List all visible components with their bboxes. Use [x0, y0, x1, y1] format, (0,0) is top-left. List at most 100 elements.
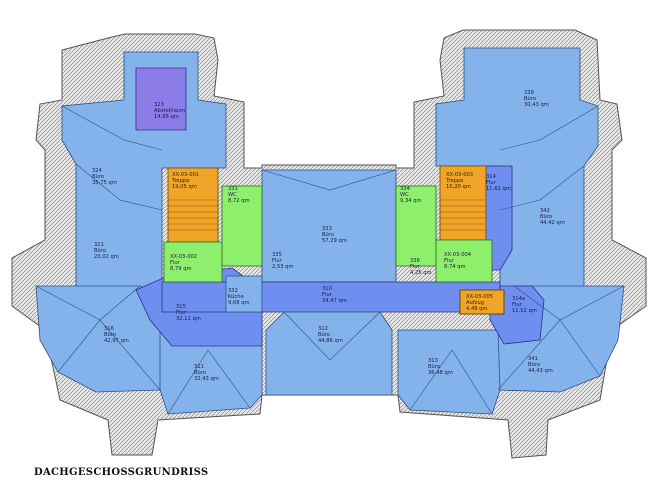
room-number: 324 — [92, 168, 103, 174]
room-name: WC — [228, 192, 237, 198]
room-area: 44,42 qm — [540, 220, 565, 226]
room-area: 2,53 qm — [272, 264, 294, 270]
room-number: 335 — [272, 252, 282, 258]
room-area — [135, 67, 187, 131]
room-name: Flur — [176, 310, 187, 316]
room-name: Treppe — [445, 178, 463, 184]
room-number: 316 — [104, 326, 114, 332]
room-name: Büro — [322, 232, 334, 238]
room-area: 32,11 qm — [176, 316, 201, 322]
room-number: XX-03-001 — [172, 172, 199, 178]
stair-area — [459, 289, 505, 315]
room-name: Treppe — [171, 178, 189, 184]
room-area: 14,88 qm — [154, 114, 179, 120]
room-number: 336 — [410, 258, 420, 264]
room-name: Abstellraum — [154, 108, 185, 114]
stair-treads — [168, 199, 486, 231]
room-area: 23,02 qm — [94, 254, 119, 260]
room-number: XX-03-003 — [446, 172, 473, 178]
room-name: Büro — [524, 96, 536, 102]
room-area: 35,75 qm — [92, 180, 117, 186]
room-area — [265, 311, 393, 396]
room-area: 11,52 qm — [512, 308, 537, 314]
room-number: 310 — [322, 286, 332, 292]
room-name: Büro — [528, 362, 540, 368]
room-area: 8,74 qm — [444, 264, 466, 270]
room-name: Küche — [228, 294, 244, 300]
room-name: Büro — [104, 332, 116, 338]
room-name: Büro — [94, 248, 106, 254]
room-area: 9,68 qm — [228, 300, 250, 306]
room-area: 42,97 qm — [104, 338, 129, 344]
room-number: 315 — [176, 304, 186, 310]
room-number: 313 — [428, 358, 438, 364]
room-number: 321 — [94, 242, 104, 248]
room-area: 8,79 qm — [170, 266, 192, 272]
room-area: 34,47 qm — [322, 298, 347, 304]
room-area: 11,61 qm — [486, 186, 511, 192]
room-number: 314a — [512, 296, 525, 302]
room-name: Flur — [444, 258, 455, 264]
room-area: 9,34 qm — [400, 198, 422, 204]
room-area: 8,72 qm — [228, 198, 250, 204]
room-number: 334 — [400, 186, 411, 192]
room-area: 19,05 qm — [172, 184, 197, 190]
room-number: 333 — [322, 226, 332, 232]
room-number: 341 — [528, 356, 538, 362]
room-name: Büro — [92, 174, 104, 180]
wc-area — [221, 185, 263, 267]
room-number: 323 — [154, 102, 164, 108]
room-name: Flur — [170, 260, 181, 266]
room-area: 44,86 qm — [318, 338, 343, 344]
wc-area — [435, 239, 493, 283]
room-area — [225, 275, 263, 313]
room-name: Flur — [486, 180, 497, 186]
room-area: 4,48 qm — [466, 306, 488, 312]
room-area: 57,29 qm — [322, 238, 347, 244]
room-number: 314 — [486, 174, 497, 180]
room-number: 312 — [318, 326, 328, 332]
plan-title: DACHGESCHOSSGRUNDRISS — [34, 467, 209, 478]
room-name: Flur — [410, 264, 421, 270]
room-name: Aufzug — [466, 300, 484, 306]
room-area: 15,20 qm — [446, 184, 471, 190]
room-number: XX-03-004 — [444, 252, 472, 258]
room-number: 332 — [228, 288, 238, 294]
room-number: XX-03-005 — [466, 294, 493, 300]
room-name: Flur — [322, 292, 333, 298]
room-area: 32,43 qm — [194, 376, 219, 382]
room-number: 338 — [524, 90, 534, 96]
roof-ridge-lines — [35, 105, 625, 415]
room-name: Büro — [540, 214, 552, 220]
room-area: 44,43 qm — [528, 368, 553, 374]
room-name: WC — [400, 192, 409, 198]
room-number: 342 — [540, 208, 550, 214]
room-area: 36,48 qm — [428, 370, 453, 376]
room-name: Flur — [272, 258, 283, 264]
room-name: Flur — [512, 302, 523, 308]
room-number: XX-03-002 — [170, 254, 197, 260]
room-number: 331 — [228, 186, 238, 192]
